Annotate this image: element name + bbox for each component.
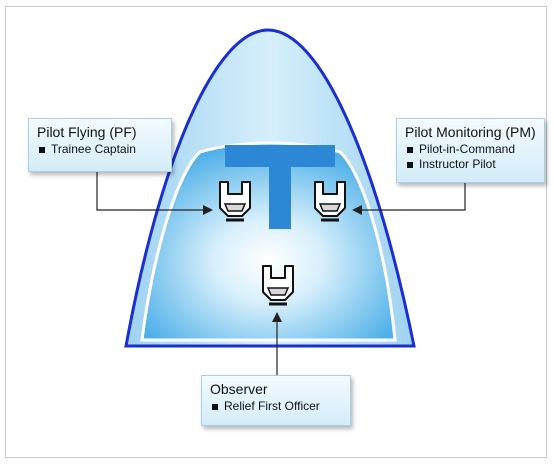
- callout-title: Pilot Monitoring (PM): [405, 124, 536, 140]
- callout-observer: Observer Relief First Officer: [201, 375, 351, 426]
- list-item: Pilot-in-Command: [405, 142, 536, 157]
- bullet-icon: [212, 403, 218, 410]
- pm-arrowhead: [352, 205, 362, 215]
- list-item: Instructor Pilot: [405, 157, 536, 172]
- observer-arrowhead: [272, 312, 282, 322]
- center-pedestal: [269, 167, 291, 229]
- cockpit-cabin: [140, 141, 397, 342]
- seat-icon-observer: [262, 265, 294, 306]
- bullet-icon: [407, 146, 413, 153]
- callout-title: Pilot Flying (PF): [37, 124, 137, 140]
- pm-connector: [360, 183, 466, 211]
- glare-shield-bar: [225, 145, 335, 167]
- pf-arrowhead: [203, 205, 213, 215]
- pf-connector: [96, 172, 205, 211]
- callout-pilot-flying: Pilot Flying (PF) Trainee Captain: [28, 118, 172, 172]
- seat-icon-pf: [219, 181, 251, 222]
- bullet-icon: [39, 146, 45, 153]
- seat-icon-pm: [314, 181, 346, 222]
- callout-title: Observer: [210, 381, 268, 397]
- callout-pilot-monitoring: Pilot Monitoring (PM) Pilot-in-Command I…: [396, 118, 545, 183]
- bullet-icon: [407, 161, 413, 168]
- list-item: Relief First Officer: [210, 399, 342, 414]
- list-item: Trainee Captain: [37, 142, 163, 157]
